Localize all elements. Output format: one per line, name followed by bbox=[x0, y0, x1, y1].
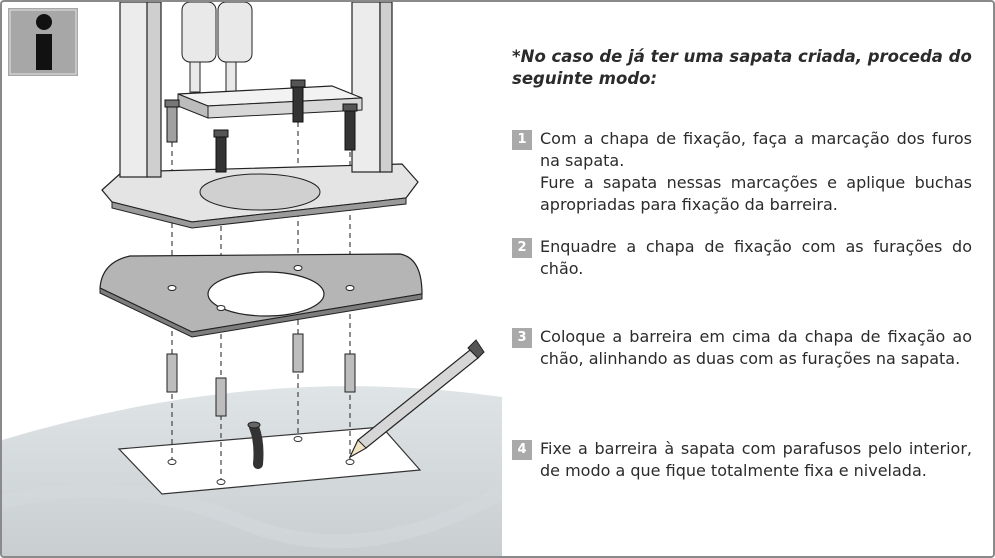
step-3-line-1: Coloque a barreira em cima da chapa de f… bbox=[540, 327, 972, 368]
info-icon bbox=[8, 8, 78, 76]
step-3: 3 Coloque a barreira em cima da chapa de… bbox=[512, 326, 972, 370]
step-number: 4 bbox=[512, 440, 532, 460]
footing-sheet bbox=[117, 426, 422, 495]
step-1-line-1: Com a chapa de fixação, faça a marcação … bbox=[540, 129, 972, 170]
step-1-line-2: Fure a sapata nessas marcações e aplique… bbox=[540, 173, 972, 214]
step-2-line-1: Enquadre a chapa de fixação com as furaç… bbox=[540, 237, 972, 278]
step-number: 2 bbox=[512, 238, 532, 258]
step-number: 1 bbox=[512, 130, 532, 150]
step-2: 2 Enquadre a chapa de fixação com as fur… bbox=[512, 236, 972, 280]
installation-illustration bbox=[2, 2, 502, 556]
instructions-text: *No caso de já ter uma sapata criada, pr… bbox=[512, 46, 972, 480]
step-4-line-1: Fixe a barreira à sapata com parafusos p… bbox=[540, 439, 972, 480]
step-number: 3 bbox=[512, 328, 532, 348]
step-4: 4 Fixe a barreira à sapata com parafusos… bbox=[512, 438, 972, 482]
intro-note: *No caso de já ter uma sapata criada, pr… bbox=[512, 47, 972, 88]
pencil-icon bbox=[348, 339, 485, 459]
step-1: 1 Com a chapa de fixação, faça a marcaçã… bbox=[512, 128, 972, 216]
screw-icon bbox=[164, 79, 358, 173]
cable bbox=[249, 422, 264, 469]
